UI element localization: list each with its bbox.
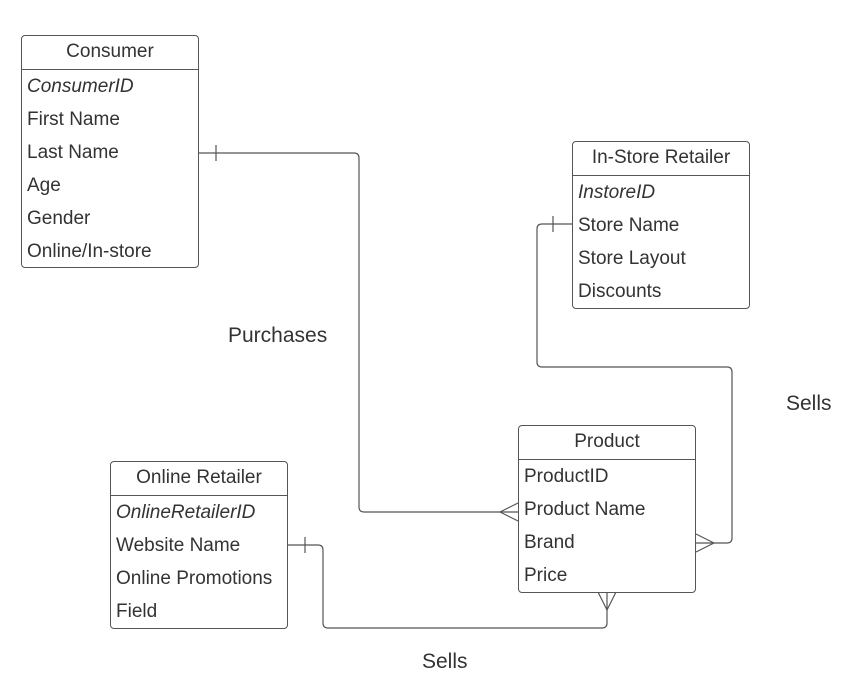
consumer-entity[interactable]: Consumer ConsumerID First Name Last Name…: [21, 35, 199, 268]
attribute: Gender: [27, 208, 91, 229]
attribute: Store Name: [578, 215, 680, 236]
sells-instore-label: Sells: [786, 392, 832, 415]
attribute: Discounts: [578, 281, 662, 302]
sells-instore-connector: [536, 223, 733, 544]
purchases-many-marker: [499, 502, 519, 522]
attribute: ProductID: [524, 466, 609, 487]
attribute: Store Layout: [578, 248, 686, 269]
instore-retailer-entity[interactable]: In-Store Retailer InstoreID Store Name S…: [572, 141, 750, 309]
attribute-primary-key: OnlineRetailerID: [116, 502, 256, 523]
online-retailer-entity[interactable]: Online Retailer OnlineRetailerID Website…: [110, 461, 288, 629]
attribute: Field: [116, 601, 158, 622]
purchases-label: Purchases: [228, 324, 328, 347]
attribute: Website Name: [116, 535, 241, 556]
sells-online-label: Sells: [422, 650, 468, 673]
attribute: Last Name: [27, 142, 119, 163]
attribute: Price: [524, 565, 568, 586]
sells-instore-many-marker: [695, 533, 715, 553]
attribute: Product Name: [524, 499, 646, 520]
entity-title: Consumer: [22, 36, 198, 70]
attribute: Online/In-store: [27, 241, 152, 262]
attribute: Online Promotions: [116, 568, 273, 589]
product-entity[interactable]: Product ProductID Product Name Brand Pri…: [518, 425, 696, 593]
attribute: Brand: [524, 532, 575, 553]
sells-online-many-marker: [597, 591, 617, 611]
purchases-connector: [199, 152, 518, 513]
attribute: First Name: [27, 109, 120, 130]
attribute-primary-key: ConsumerID: [27, 76, 134, 97]
attribute: Age: [27, 175, 61, 196]
attribute-primary-key: InstoreID: [578, 182, 656, 203]
entity-title: In-Store Retailer: [573, 142, 749, 176]
entity-title: Product: [519, 426, 695, 460]
entity-title: Online Retailer: [111, 462, 287, 496]
sells-online-connector: [288, 544, 608, 629]
